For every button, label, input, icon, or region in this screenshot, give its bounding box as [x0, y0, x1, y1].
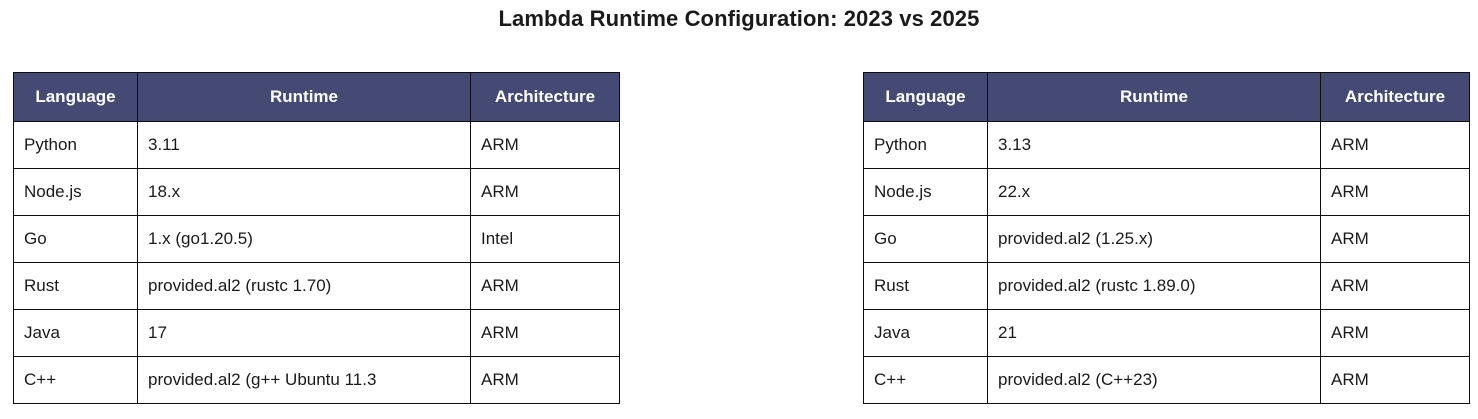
cell-language: Python — [13, 121, 138, 169]
cell-runtime: 3.11 — [137, 121, 471, 169]
cell-runtime: provided.al2 (rustc 1.70) — [137, 262, 471, 310]
table-row: C++ provided.al2 (C++23) ARM — [863, 356, 1470, 404]
table-body: Python 3.11 ARM Node.js 18.x ARM Go 1.x … — [13, 121, 620, 404]
cell-language: C++ — [863, 356, 988, 404]
cell-runtime: 17 — [137, 309, 471, 357]
runtime-table-2025-container: Language Runtime Architecture Python 3.1… — [863, 72, 1470, 404]
runtime-table-2025: Language Runtime Architecture Python 3.1… — [863, 72, 1470, 404]
table-row: C++ provided.al2 (g++ Ubuntu 11.3 ARM — [13, 356, 620, 404]
table-row: Node.js 22.x ARM — [863, 168, 1470, 216]
cell-runtime: 21 — [987, 309, 1321, 357]
cell-language: Node.js — [13, 168, 138, 216]
cell-architecture: ARM — [1320, 215, 1470, 263]
cell-language: Java — [863, 309, 988, 357]
cell-runtime: provided.al2 (rustc 1.89.0) — [987, 262, 1321, 310]
runtime-table-2023-container: Language Runtime Architecture Python 3.1… — [13, 72, 620, 404]
cell-language: Python — [863, 121, 988, 169]
cell-language: Rust — [863, 262, 988, 310]
table-header: Language Runtime Architecture — [13, 72, 620, 122]
table-row: Python 3.13 ARM — [863, 121, 1470, 169]
cell-runtime: 18.x — [137, 168, 471, 216]
cell-runtime: provided.al2 (1.25.x) — [987, 215, 1321, 263]
column-header-runtime: Runtime — [137, 72, 471, 122]
column-header-architecture: Architecture — [470, 72, 620, 122]
cell-architecture: ARM — [1320, 309, 1470, 357]
cell-language: Java — [13, 309, 138, 357]
cell-language: C++ — [13, 356, 138, 404]
table-row: Rust provided.al2 (rustc 1.70) ARM — [13, 262, 620, 310]
cell-architecture: ARM — [1320, 356, 1470, 404]
cell-runtime-truncated: provided.al2 (g++ Ubuntu 11.3 — [137, 356, 471, 404]
table-row: Go 1.x (go1.20.5) Intel — [13, 215, 620, 263]
table-body: Python 3.13 ARM Node.js 22.x ARM Go prov… — [863, 121, 1470, 404]
table-row: Java 17 ARM — [13, 309, 620, 357]
table-header-row: Language Runtime Architecture — [13, 72, 620, 122]
page-title: Lambda Runtime Configuration: 2023 vs 20… — [498, 6, 980, 31]
cell-architecture: ARM — [1320, 262, 1470, 310]
table-row: Java 21 ARM — [863, 309, 1470, 357]
column-header-architecture: Architecture — [1320, 72, 1470, 122]
cell-language: Go — [13, 215, 138, 263]
column-header-runtime: Runtime — [987, 72, 1321, 122]
cell-architecture: Intel — [470, 215, 620, 263]
cell-architecture: ARM — [470, 262, 620, 310]
cell-language: Go — [863, 215, 988, 263]
table-header: Language Runtime Architecture — [863, 72, 1470, 122]
cell-runtime: 1.x (go1.20.5) — [137, 215, 471, 263]
cell-language: Rust — [13, 262, 138, 310]
cell-runtime: 3.13 — [987, 121, 1321, 169]
table-header-row: Language Runtime Architecture — [863, 72, 1470, 122]
column-header-language: Language — [863, 72, 988, 122]
runtime-table-2023: Language Runtime Architecture Python 3.1… — [13, 72, 620, 404]
table-row: Node.js 18.x ARM — [13, 168, 620, 216]
column-header-language: Language — [13, 72, 138, 122]
cell-architecture: ARM — [470, 121, 620, 169]
cell-architecture: ARM — [470, 168, 620, 216]
cell-runtime: provided.al2 (C++23) — [987, 356, 1321, 404]
table-row: Python 3.11 ARM — [13, 121, 620, 169]
cell-architecture: ARM — [1320, 121, 1470, 169]
cell-runtime-text: provided.al2 (g++ Ubuntu 11.3 — [148, 370, 377, 389]
cell-architecture: ARM — [470, 356, 620, 404]
table-row: Go provided.al2 (1.25.x) ARM — [863, 215, 1470, 263]
table-row: Rust provided.al2 (rustc 1.89.0) ARM — [863, 262, 1470, 310]
cell-language: Node.js — [863, 168, 988, 216]
cell-architecture: ARM — [1320, 168, 1470, 216]
cell-architecture: ARM — [470, 309, 620, 357]
cell-runtime: 22.x — [987, 168, 1321, 216]
